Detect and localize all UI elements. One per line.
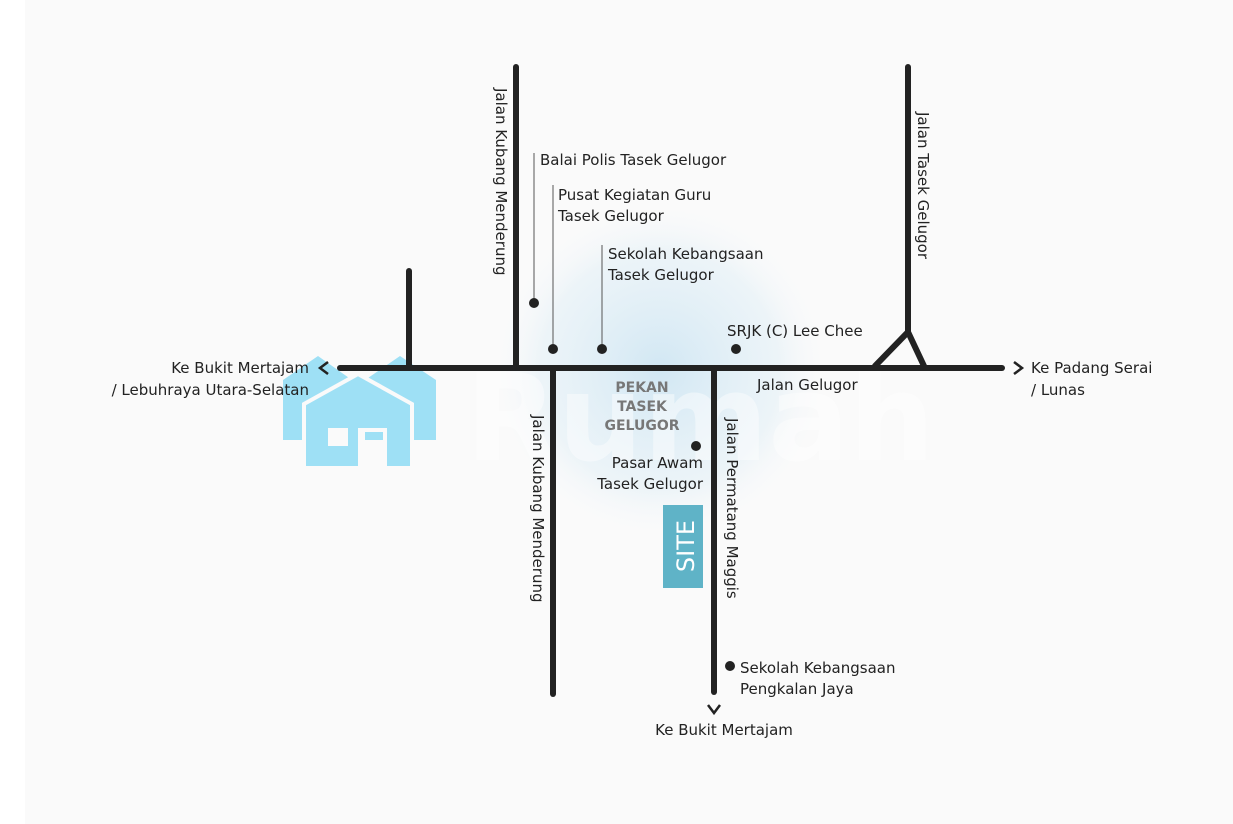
label-tasek-gelugor: Jalan Tasek Gelugor bbox=[914, 111, 932, 260]
arrow-south-icon bbox=[707, 704, 721, 716]
town-name-1: PEKAN bbox=[615, 380, 668, 396]
landmark-skpj-2: Pengkalan Jaya bbox=[740, 680, 854, 698]
map-svg: Rumah Jalan Kubang Menderung Jalan Kuban… bbox=[112, 64, 1152, 739]
label-permatang-maggis: Jalan Permatang Maggis bbox=[723, 417, 741, 599]
direction-west-1: Ke Bukit Mertajam bbox=[171, 359, 309, 377]
arrow-east-icon bbox=[1013, 361, 1025, 375]
landmark-srjk: SRJK (C) Lee Chee bbox=[727, 322, 863, 340]
landmark-dot-balai-polis bbox=[529, 298, 539, 308]
landmark-dot-pusat-kegiatan bbox=[548, 344, 558, 354]
watermark-house-logo bbox=[283, 356, 436, 470]
landmark-dot-sekolah bbox=[597, 344, 607, 354]
direction-east-1: Ke Padang Serai bbox=[1031, 359, 1152, 377]
town-name-3: GELUGOR bbox=[604, 418, 679, 434]
road-tasek-gelugor bbox=[872, 64, 927, 369]
site-marker bbox=[663, 505, 703, 588]
label-kubang-upper: Jalan Kubang Menderung bbox=[492, 87, 510, 276]
label-kubang-lower: Jalan Kubang Menderung bbox=[529, 414, 547, 603]
landmark-pasar-2: Tasek Gelugor bbox=[596, 475, 704, 493]
landmark-sk-2: Tasek Gelugor bbox=[607, 266, 715, 284]
landmark-sk-1: Sekolah Kebangsaan bbox=[608, 245, 763, 263]
landmark-dot-srjk bbox=[731, 344, 741, 354]
arrow-west-icon bbox=[317, 361, 329, 375]
label-jalan-gelugor: Jalan Gelugor bbox=[756, 376, 858, 394]
landmark-pusat-1: Pusat Kegiatan Guru bbox=[558, 186, 711, 204]
landmark-dot-skpj bbox=[725, 661, 735, 671]
landmark-skpj-1: Sekolah Kebangsaan bbox=[740, 659, 895, 677]
landmark-dot-pasar bbox=[691, 441, 701, 451]
watermark-text: Rumah bbox=[465, 350, 934, 489]
landmark-balai-polis: Balai Polis Tasek Gelugor bbox=[540, 151, 727, 169]
site-label: SITE bbox=[672, 520, 700, 572]
direction-west-2: / Lebuhraya Utara-Selatan bbox=[112, 381, 309, 399]
landmark-pasar-1: Pasar Awam bbox=[612, 454, 703, 472]
direction-south: Ke Bukit Mertajam bbox=[655, 721, 793, 739]
location-map: Rumah Jalan Kubang Menderung Jalan Kuban… bbox=[25, 0, 1233, 824]
landmark-pusat-2: Tasek Gelugor bbox=[557, 207, 665, 225]
town-name-2: TASEK bbox=[617, 399, 668, 415]
direction-east-2: / Lunas bbox=[1031, 381, 1085, 399]
